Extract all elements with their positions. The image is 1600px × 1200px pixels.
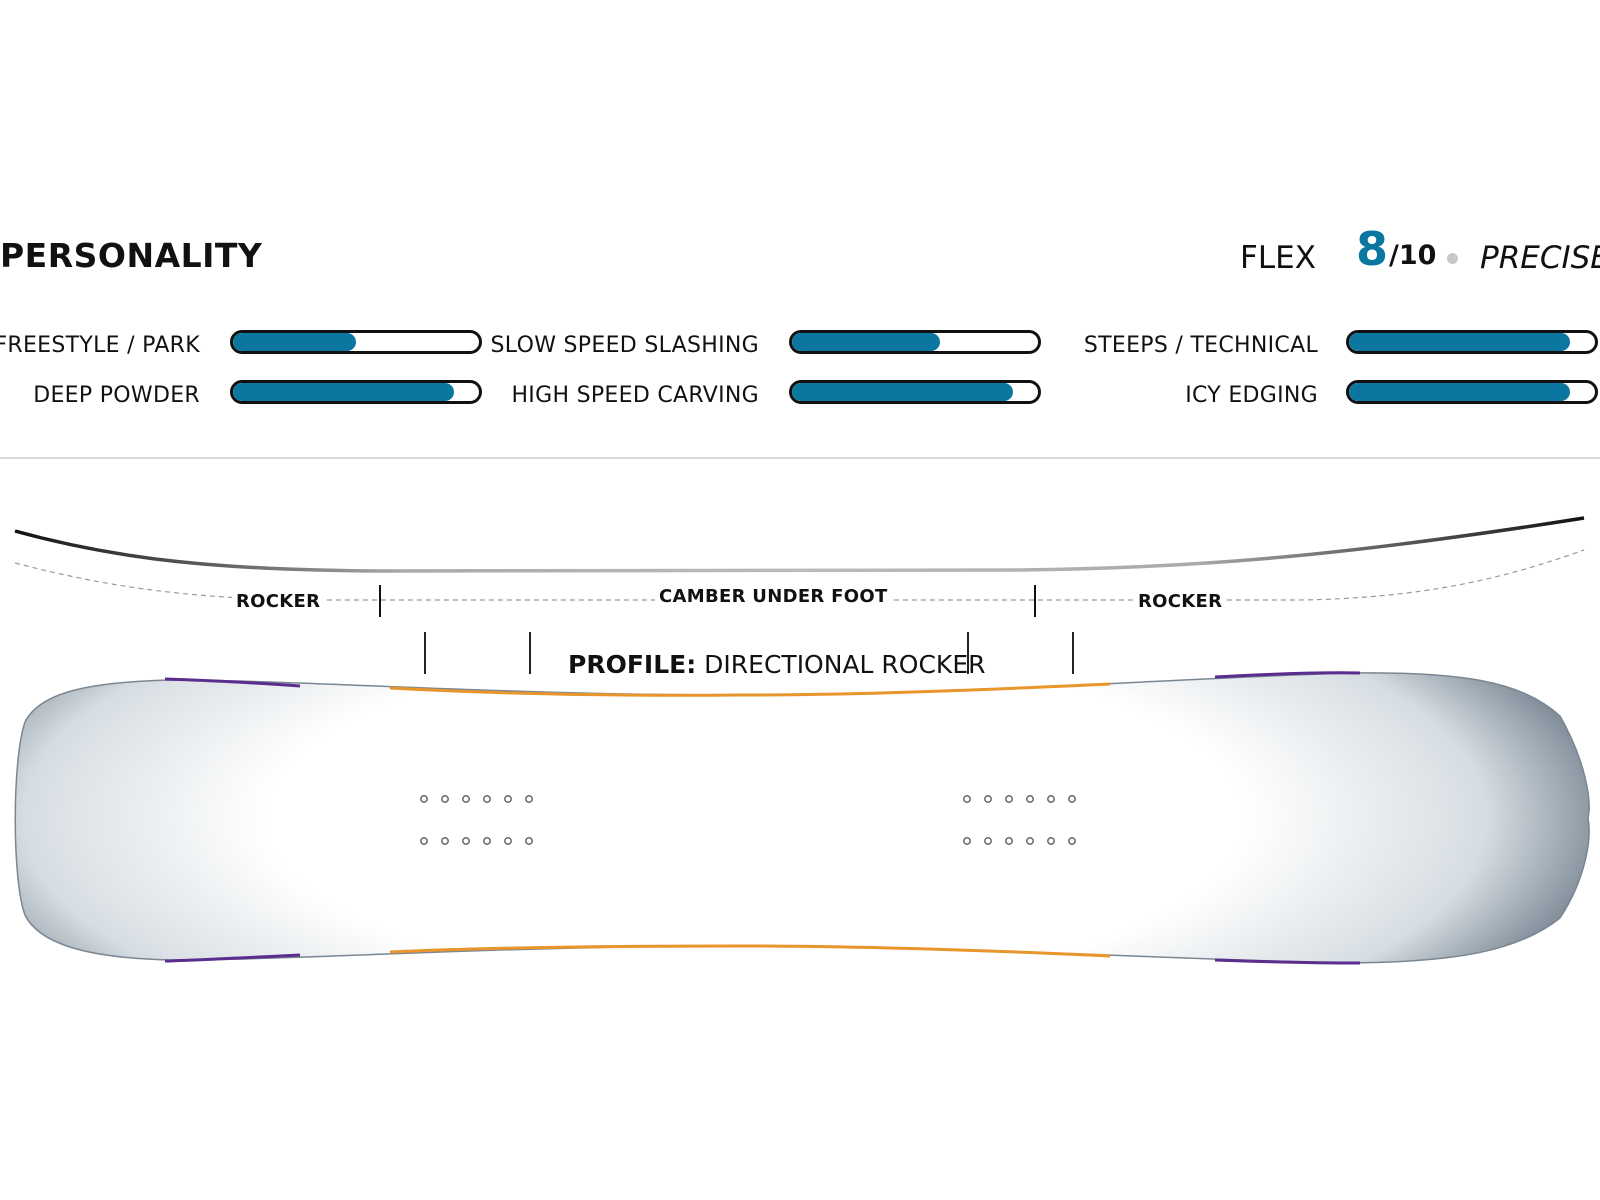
insert-hole [984,837,992,845]
edge-accent-top-left [164,677,301,688]
insert-hole [1047,795,1055,803]
rating-fill [1349,333,1571,351]
profile-curve [14,516,1585,573]
insert-hole [483,795,491,803]
rating-label: STEEPS / TECHNICAL [1083,333,1318,358]
rating-label: ICY EDGING [1185,383,1318,408]
insert-hole [483,837,491,845]
rating-bar [230,380,482,404]
zone-label-rocker-right: ROCKER [1134,591,1227,612]
rating-bar [789,330,1041,354]
rating-label: FREESTYLE / PARK [0,333,200,358]
insert-hole [1068,837,1076,845]
profile-label-prefix: PROFILE: [568,650,697,679]
edge-accent-bottom-right [1214,958,1361,965]
flex-value: 8 [1356,222,1389,276]
insert-hole [984,795,992,803]
edge-accent-bottom-left [164,953,301,963]
rating-fill [792,383,1014,401]
insert-hole [963,795,971,803]
flex-label: FLEX [1240,240,1316,276]
personality-title: PERSONALITY [0,236,263,275]
separator-dot-icon [1447,253,1458,264]
insert-hole [504,795,512,803]
edge-accent-top-orange [389,682,1111,697]
rating-bar [789,380,1041,404]
insert-hole [963,837,971,845]
insert-hole [525,795,533,803]
zone-label-camber: CAMBER UNDER FOOT [655,586,892,607]
insert-hole [441,837,449,845]
rating-fill [792,333,940,351]
rating-label: DEEP POWDER [33,383,200,408]
flex-descriptor: PRECISE [1480,240,1600,276]
rating-label: SLOW SPEED SLASHING [490,333,759,358]
rating-bar [1346,380,1598,404]
profile-label-value: DIRECTIONAL ROCKER [704,650,986,679]
insert-pattern-rear [963,795,1076,845]
insert-hole [441,795,449,803]
insert-hole [1068,795,1076,803]
insert-hole [1005,837,1013,845]
snowboard-base [14,672,1590,964]
rating-fill [1349,383,1571,401]
rating-bar [1346,330,1598,354]
section-divider [0,457,1600,459]
insert-hole [1047,837,1055,845]
insert-hole [462,837,470,845]
profile-reference-curve [14,549,1585,601]
rating-fill [233,383,455,401]
rating-bar [230,330,482,354]
edge-accent-bottom-orange [389,944,1111,958]
insert-hole [420,795,428,803]
insert-hole [1026,795,1034,803]
flex-max: /10 [1389,240,1437,271]
insert-hole [1026,837,1034,845]
insert-hole [504,837,512,845]
rating-label: HIGH SPEED CARVING [511,383,759,408]
insert-hole [525,837,533,845]
insert-hole [420,837,428,845]
rating-fill [233,333,356,351]
insert-hole [462,795,470,803]
insert-hole [1005,795,1013,803]
profile-label: PROFILE: DIRECTIONAL ROCKER [568,650,985,679]
insert-pattern-front [420,795,533,845]
zone-label-rocker-left: ROCKER [232,591,325,612]
edge-accent-top-right [1214,671,1361,679]
